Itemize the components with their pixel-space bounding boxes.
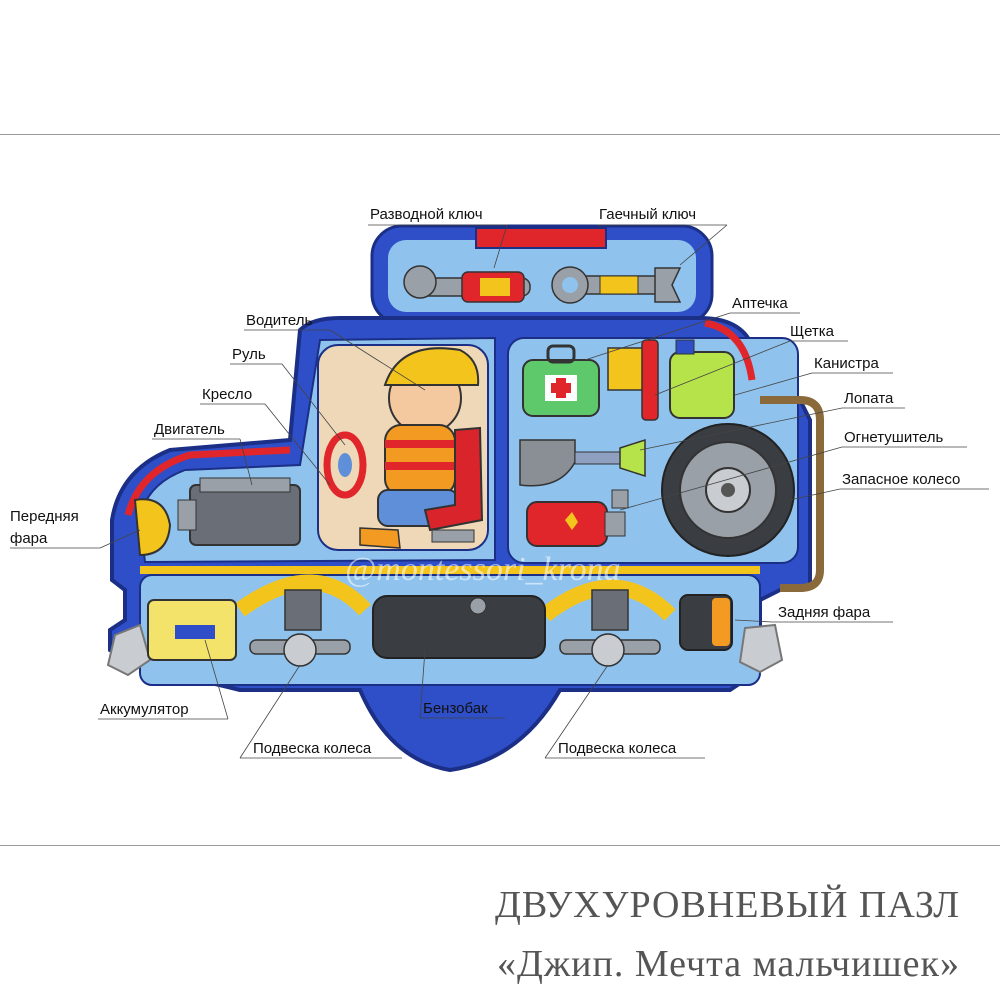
engine-icon: [178, 478, 300, 545]
label-brush: Щетка: [790, 323, 835, 340]
product-title-line1: ДВУХУРОВНЕВЫЙ ПАЗЛ: [495, 883, 960, 927]
label-seat: Кресло: [202, 386, 252, 403]
battery-icon: [148, 600, 236, 660]
label-tail-light: Задняя фара: [778, 604, 871, 621]
label-front-suspension: Подвеска колеса: [253, 740, 372, 757]
watermark: @montessori_krona: [345, 551, 621, 588]
label-fuel-tank: Бензобак: [423, 700, 488, 717]
fuel-tank-icon: [373, 596, 545, 658]
label-canister: Канистра: [814, 355, 879, 372]
label-headlight-line1: Передняя: [10, 508, 79, 525]
label-headlight-line2: фара: [10, 530, 48, 547]
label-rear-suspension: Подвеска колеса: [558, 740, 677, 757]
label-first-aid: Аптечка: [732, 295, 788, 312]
canister-icon: [670, 340, 734, 418]
product-title-line2: «Джип. Мечта мальчишек»: [497, 942, 960, 986]
spare-wheel-icon: [662, 424, 794, 556]
label-adjustable-wrench: Разводной ключ: [370, 206, 483, 223]
label-driver: Водитель: [246, 312, 312, 329]
label-open-wrench: Гаечный ключ: [599, 206, 696, 223]
label-engine: Двигатель: [154, 421, 225, 438]
label-battery: Аккумулятор: [100, 701, 189, 718]
label-extinguisher: Огнетушитель: [844, 429, 944, 446]
tail-light-icon: [680, 595, 732, 650]
adjustable-wrench-icon: [404, 266, 530, 302]
label-steering-wheel: Руль: [232, 346, 266, 363]
label-shovel: Лопата: [844, 390, 894, 407]
label-spare-wheel: Запасное колесо: [842, 471, 960, 488]
